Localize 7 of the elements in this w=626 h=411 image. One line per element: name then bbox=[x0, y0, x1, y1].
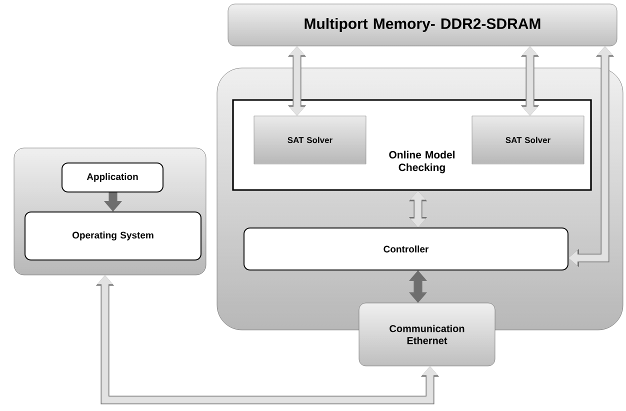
os-box: Operating System bbox=[24, 212, 202, 260]
solver-box: SAT Solver bbox=[254, 116, 366, 164]
ethernet-box: Communication Ethernet bbox=[358, 302, 496, 366]
memory-box: Multiport Memory- DDR2-SDRAM bbox=[228, 4, 618, 46]
application-box: Application bbox=[62, 162, 164, 192]
solver-box: SAT Solver bbox=[472, 116, 584, 164]
controller-box: Controller bbox=[244, 228, 568, 270]
